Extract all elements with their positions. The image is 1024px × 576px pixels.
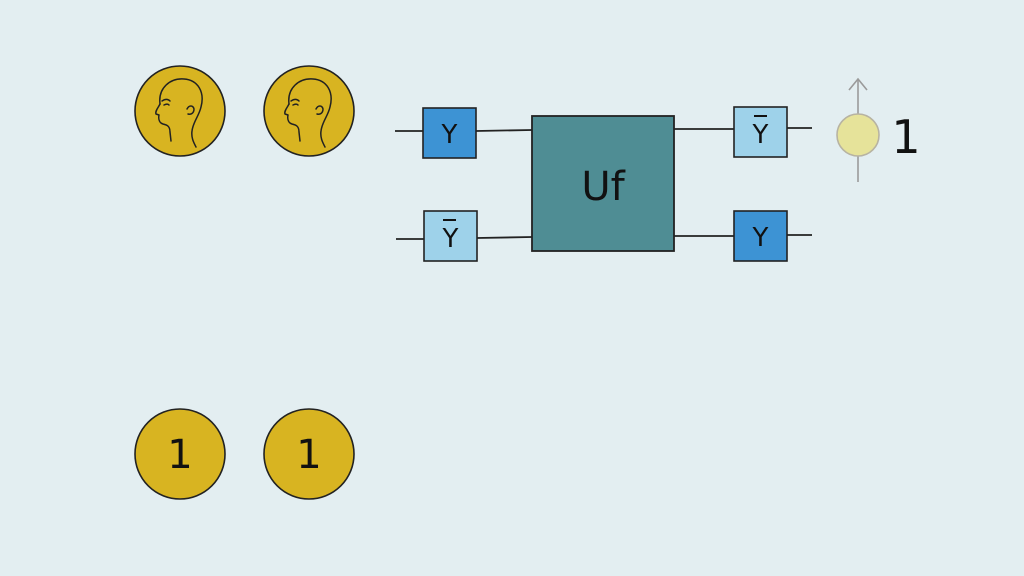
- gate-label: Y: [442, 224, 459, 254]
- coin-heads-2: [263, 65, 355, 157]
- measurement-dial-icon: [836, 77, 880, 182]
- gate-label: Y: [752, 120, 769, 150]
- coin-number-2: 1: [263, 408, 355, 500]
- oracle-uf-block: Uf: [531, 115, 675, 252]
- gate-y-output-bottom: Y: [733, 210, 788, 262]
- head-profile-icon: [284, 78, 332, 148]
- coin-value-2: 1: [296, 432, 321, 478]
- circuit-wires: [395, 127, 812, 240]
- gate-y-input-top: Y: [422, 107, 477, 159]
- gate-ybar-input-bottom: Y: [423, 210, 478, 262]
- coin-heads-1: [134, 65, 226, 157]
- gate-ybar-output-top: Y: [733, 106, 788, 158]
- head-profile-icon: [155, 78, 203, 148]
- gate-label: Y: [441, 120, 458, 150]
- measurement-result: 1: [891, 110, 920, 164]
- oracle-label: Uf: [581, 164, 625, 210]
- gate-label: Y: [752, 223, 769, 253]
- coin-value-1: 1: [167, 432, 192, 478]
- wire-top-mid: [475, 129, 533, 132]
- coin-number-1: 1: [134, 408, 226, 500]
- wire-bottom-mid: [476, 236, 533, 239]
